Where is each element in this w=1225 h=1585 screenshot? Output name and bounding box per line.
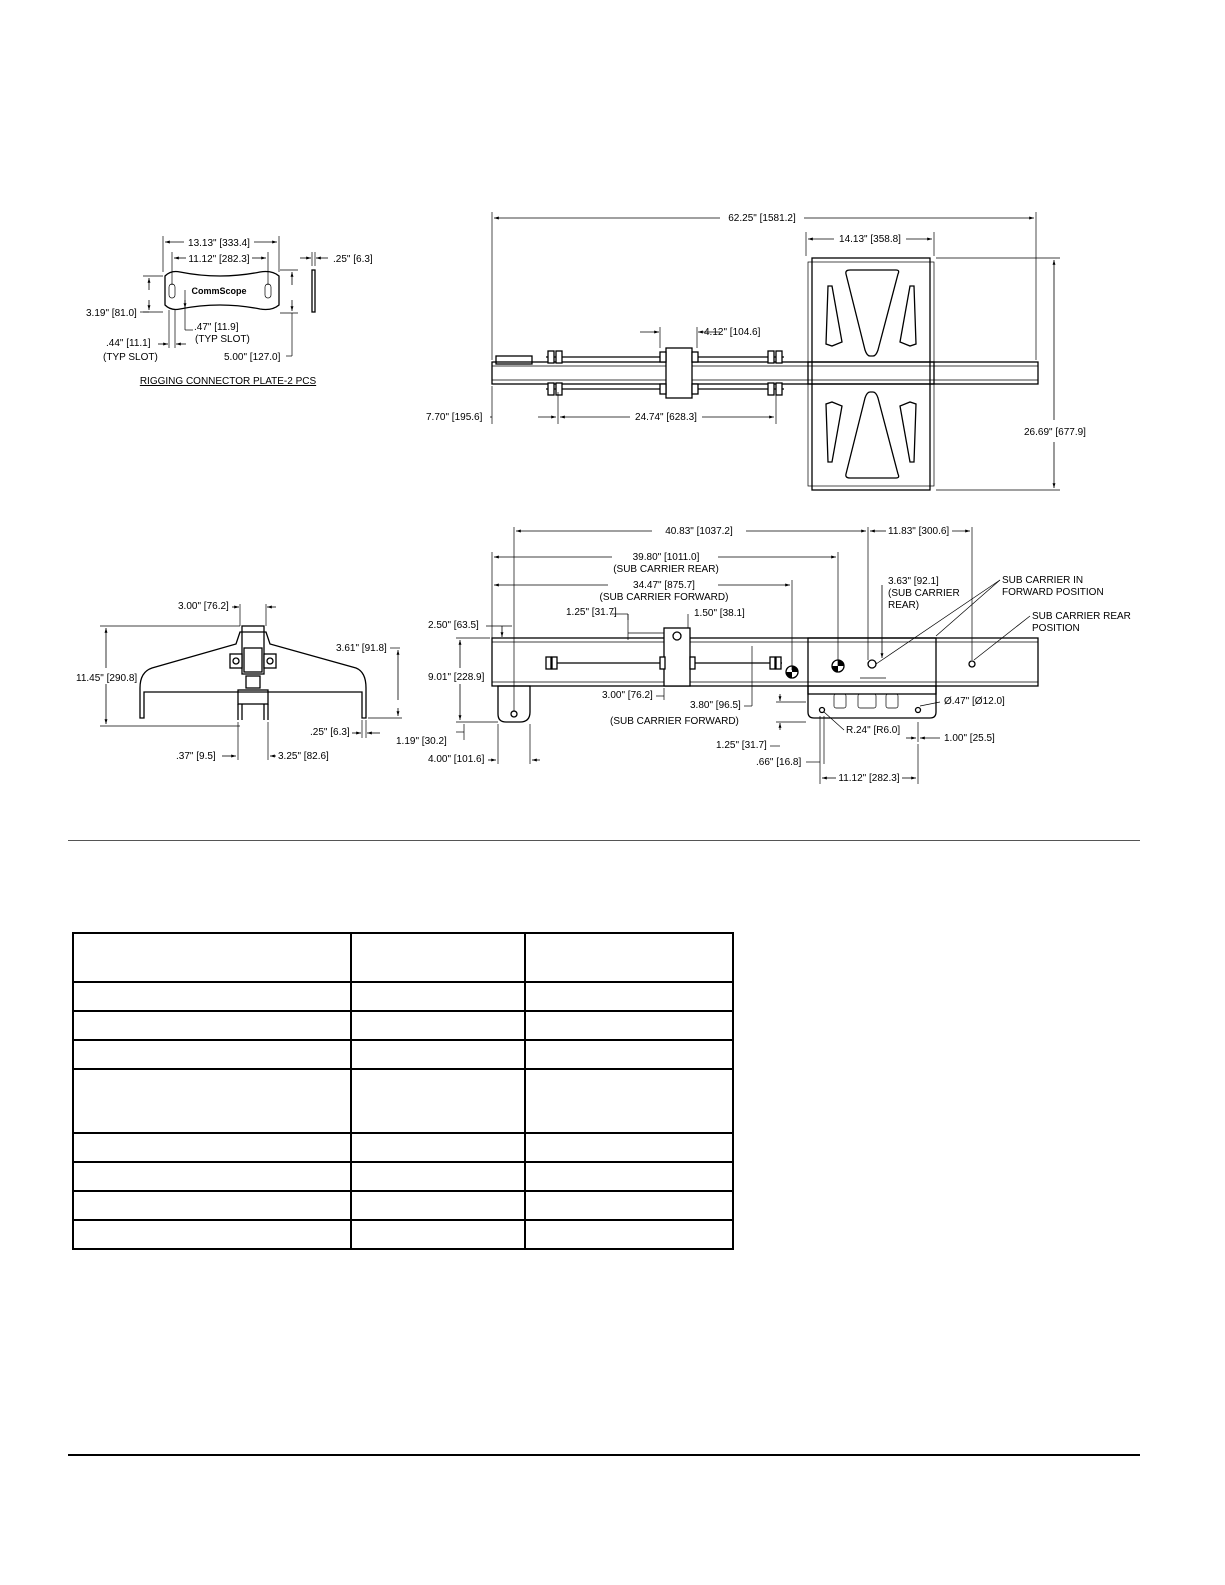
table-row — [72, 981, 734, 1012]
table-row — [72, 1219, 734, 1250]
dim-3-63: 3.63" [92.1] — [888, 576, 939, 587]
section-divider — [68, 840, 1140, 841]
plate-thickness-side — [311, 269, 316, 313]
dim-3-00: 3.00" [76.2] — [602, 690, 653, 701]
rigging-plate-caption: RIGGING CONNECTOR PLATE-2 PCS — [140, 376, 317, 387]
rail-end-bracket — [497, 685, 531, 723]
dim-39-80-note: (SUB CARRIER REAR) — [613, 564, 719, 575]
dim-34-47: 34.47" [875.7] — [633, 580, 695, 591]
dim-slot-offset: .44" [11.1] — [106, 338, 151, 349]
dim-11-83: 11.83" [300.6] — [888, 526, 949, 537]
dim-9-01: 9.01" [228.9] — [428, 672, 485, 683]
dim-leg-offset: .37" [9.5] — [176, 751, 216, 762]
table-row — [72, 1161, 734, 1192]
dim-39-80: 39.80" [1011.0] — [633, 552, 700, 563]
rail-end-cap — [495, 355, 533, 365]
dim-end-offset: 7.70" [195.6] — [426, 412, 483, 423]
dim-1-25a: 1.25" [31.7] — [566, 607, 617, 618]
dim-rail-span: 24.74" [628.3] — [635, 412, 697, 423]
dim-1-25b: 1.25" [31.7] — [716, 740, 767, 751]
rigging-plate-view: 13.13" [333.4] 11.12" [282.3] CommScope … — [86, 236, 373, 387]
footer-divider — [68, 1454, 1140, 1456]
dim-arm-height: 3.61" [91.8] — [336, 643, 387, 654]
dim-1-50: 1.50" [38.1] — [694, 608, 745, 619]
dim-0-66: .66" [16.8] — [756, 757, 801, 768]
table-row — [72, 1039, 734, 1070]
dim-plate-slot-spacing: 11.12" [282.3] — [188, 254, 249, 265]
end-view-body — [139, 631, 367, 719]
dim-end-height: 11.45" [290.8] — [76, 673, 137, 684]
table-row — [72, 932, 734, 983]
table-row — [72, 1190, 734, 1221]
commscope-logo: CommScope — [191, 286, 246, 296]
dim-slot-offset-note: (TYP SLOT) — [103, 352, 158, 363]
table-row — [72, 1132, 734, 1163]
dim-1-19: 1.19" [30.2] — [396, 736, 447, 747]
label-sub-rear-2: POSITION — [1032, 623, 1080, 634]
label-sub-forward-2: FORWARD POSITION — [1002, 587, 1104, 598]
top-view: 62.25" [1581.2] 14.13" [358.8] 4.12" — [426, 212, 1086, 491]
dim-plate-height: 3.19" [81.0] — [86, 308, 137, 319]
dim-4-00: 4.00" [101.6] — [428, 754, 485, 765]
dim-hole-diameter: Ø.47" [Ø12.0] — [944, 696, 1005, 707]
table-row — [72, 1010, 734, 1041]
dim-34-47-note: (SUB CARRIER FORWARD) — [600, 592, 729, 603]
dim-1-00: 1.00" [25.5] — [944, 733, 995, 744]
rigging-plate-body — [164, 270, 280, 311]
dim-plate-center-width: 5.00" [127.0] — [224, 352, 281, 363]
dim-3-80: 3.80" [96.5] — [690, 700, 741, 711]
carrier-plate — [811, 257, 931, 491]
table-row — [72, 1068, 734, 1134]
clamp-block — [665, 347, 693, 399]
label-sub-forward: SUB CARRIER IN — [1002, 575, 1083, 586]
dim-3-63-note2: REAR) — [888, 600, 919, 611]
dim-plate-length: 13.13" [333.4] — [188, 238, 250, 249]
dim-overall-width: 26.69" [677.9] — [1024, 427, 1086, 438]
side-rail — [491, 637, 1039, 687]
dim-slot-width-note: (TYP SLOT) — [195, 334, 250, 345]
dim-plate-thickness: .25" [6.3] — [333, 254, 373, 265]
dim-radius: R.24" [R6.0] — [846, 725, 900, 736]
dim-slot-width: .47" [11.9] — [194, 322, 239, 333]
end-view: 3.00" [76.2] 11.45" [290.8] 3.61" [91.8]… — [76, 601, 402, 762]
label-sub-rear: SUB CARRIER REAR — [1032, 611, 1131, 622]
dim-end-top-width: 3.00" [76.2] — [178, 601, 229, 612]
dim-leg-width: .25" [6.3] — [310, 727, 350, 738]
dim-overall-length: 62.25" [1581.2] — [728, 213, 796, 224]
side-view: 40.83" [1037.2] 11.83" [300.6] 39.80" [1… — [396, 526, 1131, 784]
dim-3-63-note1: (SUB CARRIER — [888, 588, 960, 599]
spec-table — [72, 932, 734, 1250]
dim-clamp-width: 4.12" [104.6] — [704, 327, 761, 338]
dim-11-12: 11.12" [282.3] — [838, 773, 899, 784]
main-rail — [491, 361, 1039, 385]
side-clamp — [663, 627, 691, 687]
dim-2-50: 2.50" [63.5] — [428, 620, 479, 631]
dim-carrier-width: 14.13" [358.8] — [839, 234, 901, 245]
dim-3-80-note: (SUB CARRIER FORWARD) — [610, 716, 739, 727]
dim-40-83: 40.83" [1037.2] — [665, 526, 733, 537]
dim-leg-span: 3.25" [82.6] — [278, 751, 329, 762]
